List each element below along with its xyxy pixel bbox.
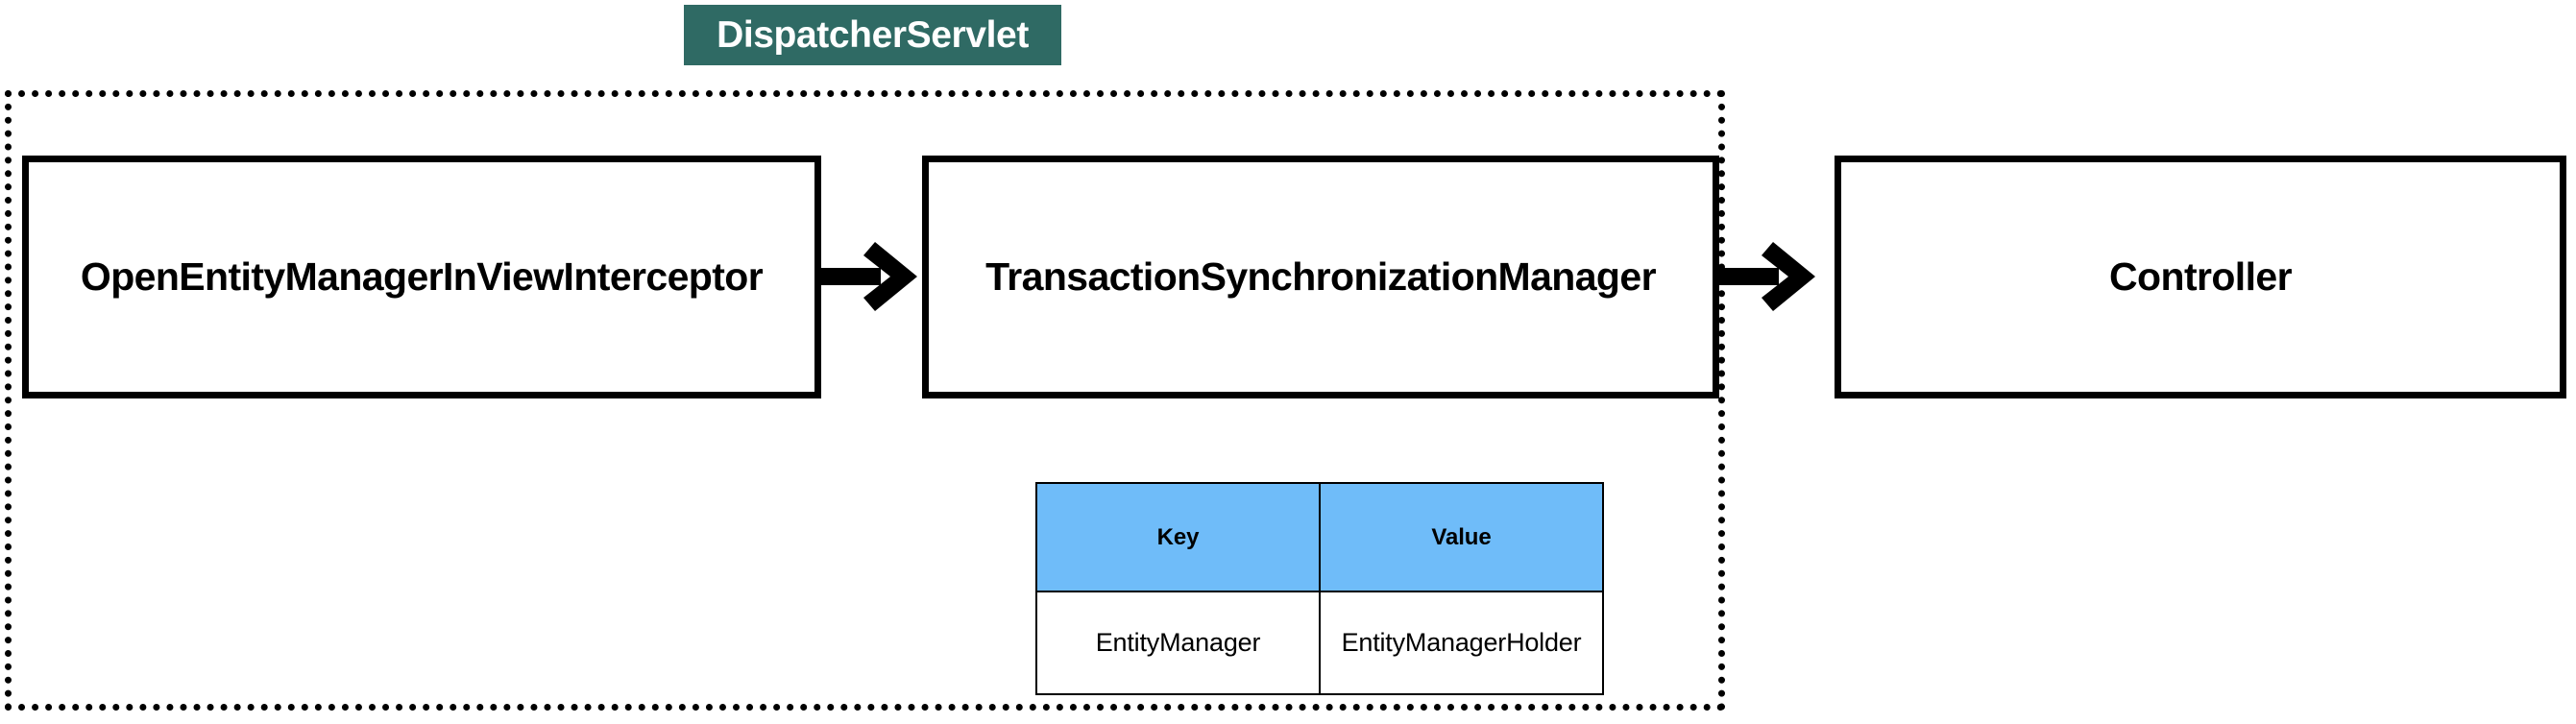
dispatcher-servlet-scope-container: [5, 90, 1725, 711]
arrow-right-icon-tsm-to-controller: [1719, 236, 1820, 317]
node-label-tsm: TransactionSynchronizationManager: [985, 254, 1656, 299]
node-label-controller: Controller: [2109, 254, 2293, 299]
node-open-entity-manager-in-view-interceptor[interactable]: OpenEntityManagerInViewInterceptor: [22, 156, 821, 398]
cell-value: EntityManagerHolder: [1319, 591, 1604, 695]
resource-map-table: Key Value EntityManager EntityManagerHol…: [1035, 482, 1604, 695]
node-controller[interactable]: Controller: [1835, 156, 2566, 398]
table-header-row: Key Value: [1035, 482, 1604, 592]
cell-key: EntityManager: [1035, 591, 1321, 695]
dispatcher-servlet-title-label: DispatcherServlet: [717, 14, 1029, 56]
node-label-interceptor: OpenEntityManagerInViewInterceptor: [80, 254, 764, 299]
dispatcher-servlet-title-badge: DispatcherServlet: [684, 5, 1061, 65]
table-row: EntityManager EntityManagerHolder: [1035, 591, 1604, 695]
arrow-right-icon-interceptor-to-tsm: [821, 236, 922, 317]
node-transaction-synchronization-manager[interactable]: TransactionSynchronizationManager: [922, 156, 1719, 398]
column-header-value: Value: [1319, 482, 1604, 592]
column-header-key: Key: [1035, 482, 1321, 592]
